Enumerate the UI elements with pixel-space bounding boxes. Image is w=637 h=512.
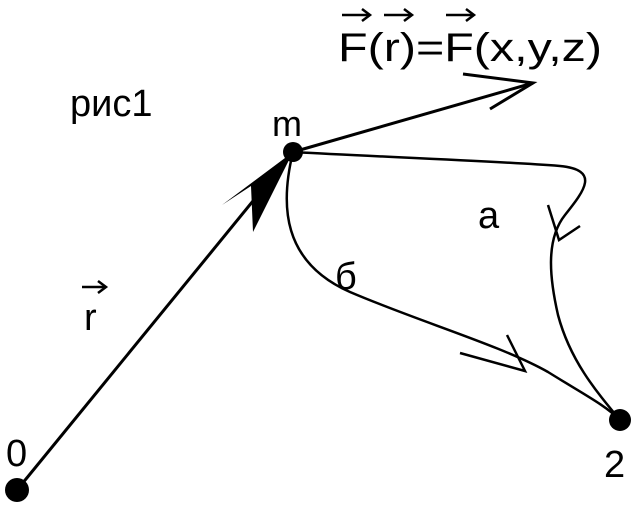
radius-vector-label: r [84, 297, 97, 339]
force-vector-line [292, 81, 534, 154]
path-b-curve [285, 151, 621, 421]
end-point [609, 409, 631, 431]
path-b-label: б [335, 256, 357, 298]
force-formula-overarrows [342, 8, 477, 22]
path-a-label: а [478, 195, 500, 237]
path-b-arrowhead [459, 334, 528, 373]
path-a-arrowhead [546, 204, 581, 242]
end-point-label: 2 [604, 444, 625, 486]
radius-vector-overarrow [82, 280, 109, 294]
mass-label: m [272, 103, 302, 144]
figure-caption: рис1 [70, 83, 153, 125]
force-formula: F(r)=F(x,y,z) [338, 26, 602, 70]
radius-vector-arrowhead [222, 152, 293, 232]
mass-point [283, 142, 303, 162]
origin-point [5, 478, 29, 502]
force-vector-arrowhead [462, 72, 538, 111]
origin-label: 0 [6, 433, 27, 475]
path-a-curve [292, 150, 621, 421]
radius-vector-line [15, 151, 295, 491]
